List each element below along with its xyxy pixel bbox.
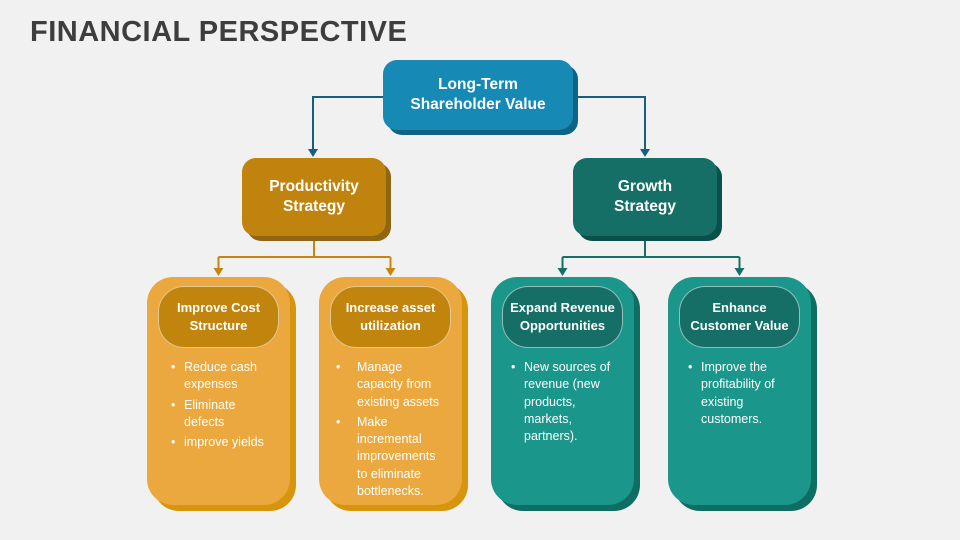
card-improve-cost-structure-bullets: Reduce cash expenses Eliminate defects i… — [147, 359, 290, 452]
connector-root-to-growth — [573, 96, 650, 157]
connector-root-to-productivity — [308, 96, 383, 157]
node-growth-strategy: Growth Strategy — [573, 158, 717, 236]
bullet-item: Improve the profitability of existing cu… — [688, 359, 796, 428]
card-increase-asset-utilization-bullets: Manage capacity from existing assets Mak… — [319, 359, 462, 500]
connector-productivity-to-cards — [213, 236, 396, 276]
page-title: FINANCIAL PERSPECTIVE — [30, 16, 408, 48]
card-improve-cost-structure-title: Improve Cost Structure — [176, 300, 261, 333]
bullet-item: Manage capacity from existing assets — [336, 359, 448, 411]
card-increase-asset-utilization: Increase asset utilization Manage capaci… — [319, 277, 462, 505]
bullet-item: Reduce cash expenses — [171, 359, 266, 394]
connector-growth-to-cards — [557, 236, 745, 276]
card-expand-revenue-opportunities: Expand Revenue Opportunities New sources… — [491, 277, 634, 505]
card-increase-asset-utilization-title: Increase asset utilization — [345, 300, 436, 333]
node-productivity-strategy: Productivity Strategy — [242, 158, 386, 236]
card-improve-cost-structure: Improve Cost Structure Reduce cash expen… — [147, 277, 290, 505]
card-expand-revenue-opportunities-bullets: New sources of revenue (new products, ma… — [491, 359, 634, 445]
card-improve-cost-structure-header: Improve Cost Structure — [158, 286, 279, 348]
node-growth-strategy-label: Growth Strategy — [613, 177, 677, 215]
bullet-item: Make incremental improvements to elimina… — [336, 414, 448, 500]
card-increase-asset-utilization-header: Increase asset utilization — [330, 286, 451, 348]
bullet-item: Eliminate defects — [171, 397, 266, 432]
card-enhance-customer-value-title: Enhance Customer Value — [690, 300, 789, 333]
bullet-item: improve yields — [171, 434, 266, 452]
node-productivity-strategy-label: Productivity Strategy — [269, 177, 359, 215]
card-enhance-customer-value: Enhance Customer Value Improve the profi… — [668, 277, 811, 505]
card-expand-revenue-opportunities-title: Expand Revenue Opportunities — [510, 300, 615, 333]
card-enhance-customer-value-bullets: Improve the profitability of existing cu… — [668, 359, 811, 428]
bullet-item: New sources of revenue (new products, ma… — [511, 359, 619, 445]
node-long-term-shareholder-value-label: Long-Term Shareholder Value — [410, 75, 546, 113]
card-expand-revenue-opportunities-header: Expand Revenue Opportunities — [502, 286, 623, 348]
card-enhance-customer-value-header: Enhance Customer Value — [679, 286, 800, 348]
node-long-term-shareholder-value: Long-Term Shareholder Value — [383, 60, 573, 130]
